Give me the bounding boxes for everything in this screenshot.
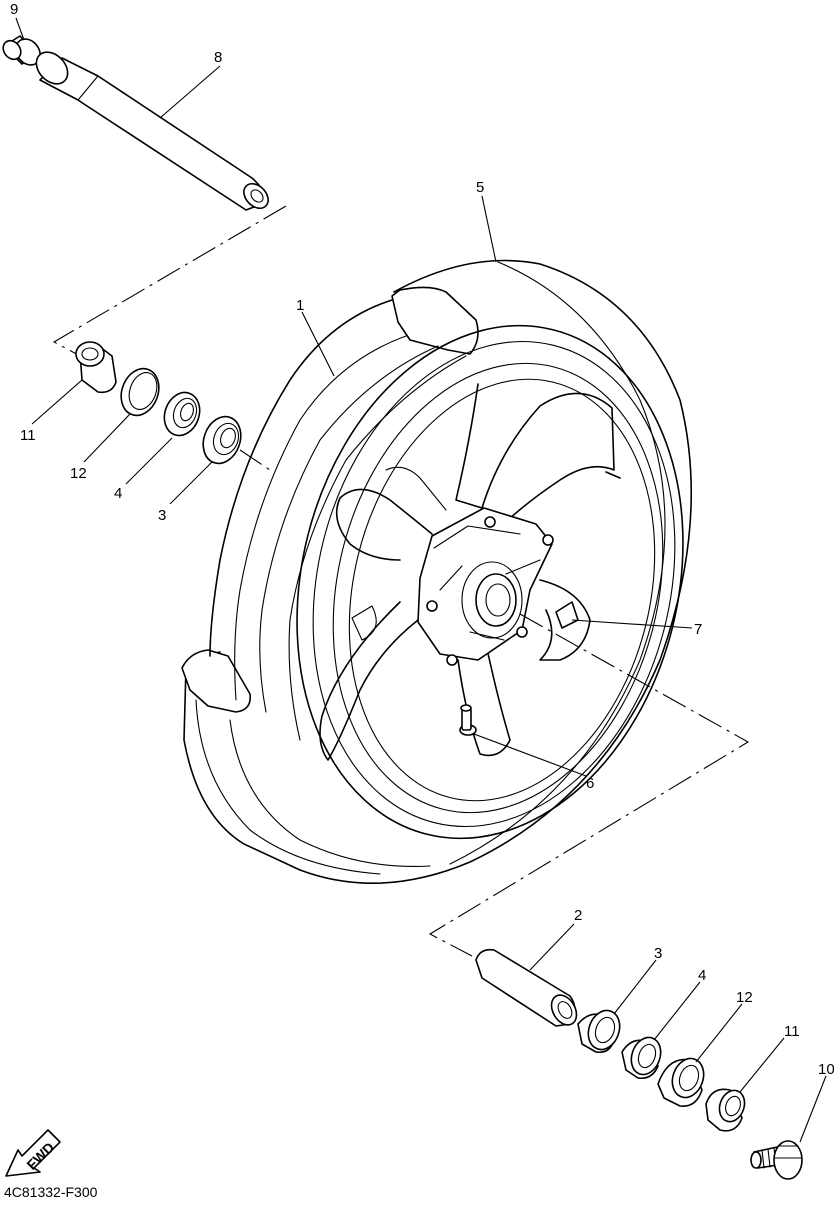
spoke (457, 643, 511, 757)
forward-direction-arrow: FWD (5, 1129, 61, 1177)
tire-part (183, 259, 693, 885)
callout-11a: 11 (20, 427, 36, 444)
balance-weight-part (555, 601, 579, 629)
callout-11b: 11 (784, 1023, 800, 1040)
spoke (319, 601, 419, 761)
right-oil-seal-part (657, 1057, 705, 1107)
spoke (335, 488, 433, 561)
callout-10: 10 (818, 1061, 835, 1078)
left-bearing-part (163, 391, 201, 437)
callout-12a: 12 (70, 465, 87, 482)
left-oil-seal-part (120, 367, 160, 417)
right-collar-part (475, 948, 578, 1027)
right-bearing-part (621, 1036, 662, 1080)
left-bearing-large-part (202, 415, 242, 465)
valve-part (459, 704, 477, 736)
callout-8: 8 (214, 49, 222, 66)
right-spacer-part (705, 1088, 746, 1132)
axle-cap-part (2, 35, 42, 66)
callout-1: 1 (296, 297, 304, 314)
left-collar-part (75, 341, 117, 394)
rim-part (296, 324, 684, 840)
right-bearing-large-part (577, 1009, 621, 1054)
callout-4a: 4 (114, 485, 122, 502)
callout-3b: 3 (654, 945, 662, 962)
callout-5: 5 (476, 179, 484, 196)
assembly-line-right (428, 613, 750, 957)
callout-6: 6 (586, 775, 594, 792)
callout-9: 9 (10, 1, 18, 18)
pinch-bolt-part (750, 1140, 803, 1180)
spoke (455, 383, 615, 521)
callout-labels: 9 8 5 1 11 12 4 3 7 6 2 3 4 12 11 10 (10, 1, 835, 1078)
callout-4b: 4 (698, 967, 706, 984)
spoke (539, 471, 621, 661)
callout-2: 2 (574, 907, 582, 924)
callout-12b: 12 (736, 989, 753, 1006)
wheel-assembly (181, 259, 693, 885)
assembly-line-left (52, 205, 287, 471)
diagram-reference-code: 4C81332-F300 (4, 1184, 98, 1200)
leader-lines (15, 17, 827, 1143)
callout-3a: 3 (158, 507, 166, 524)
wheel-axle-part (35, 51, 269, 211)
callout-7: 7 (694, 621, 702, 638)
hub-part (417, 507, 554, 666)
